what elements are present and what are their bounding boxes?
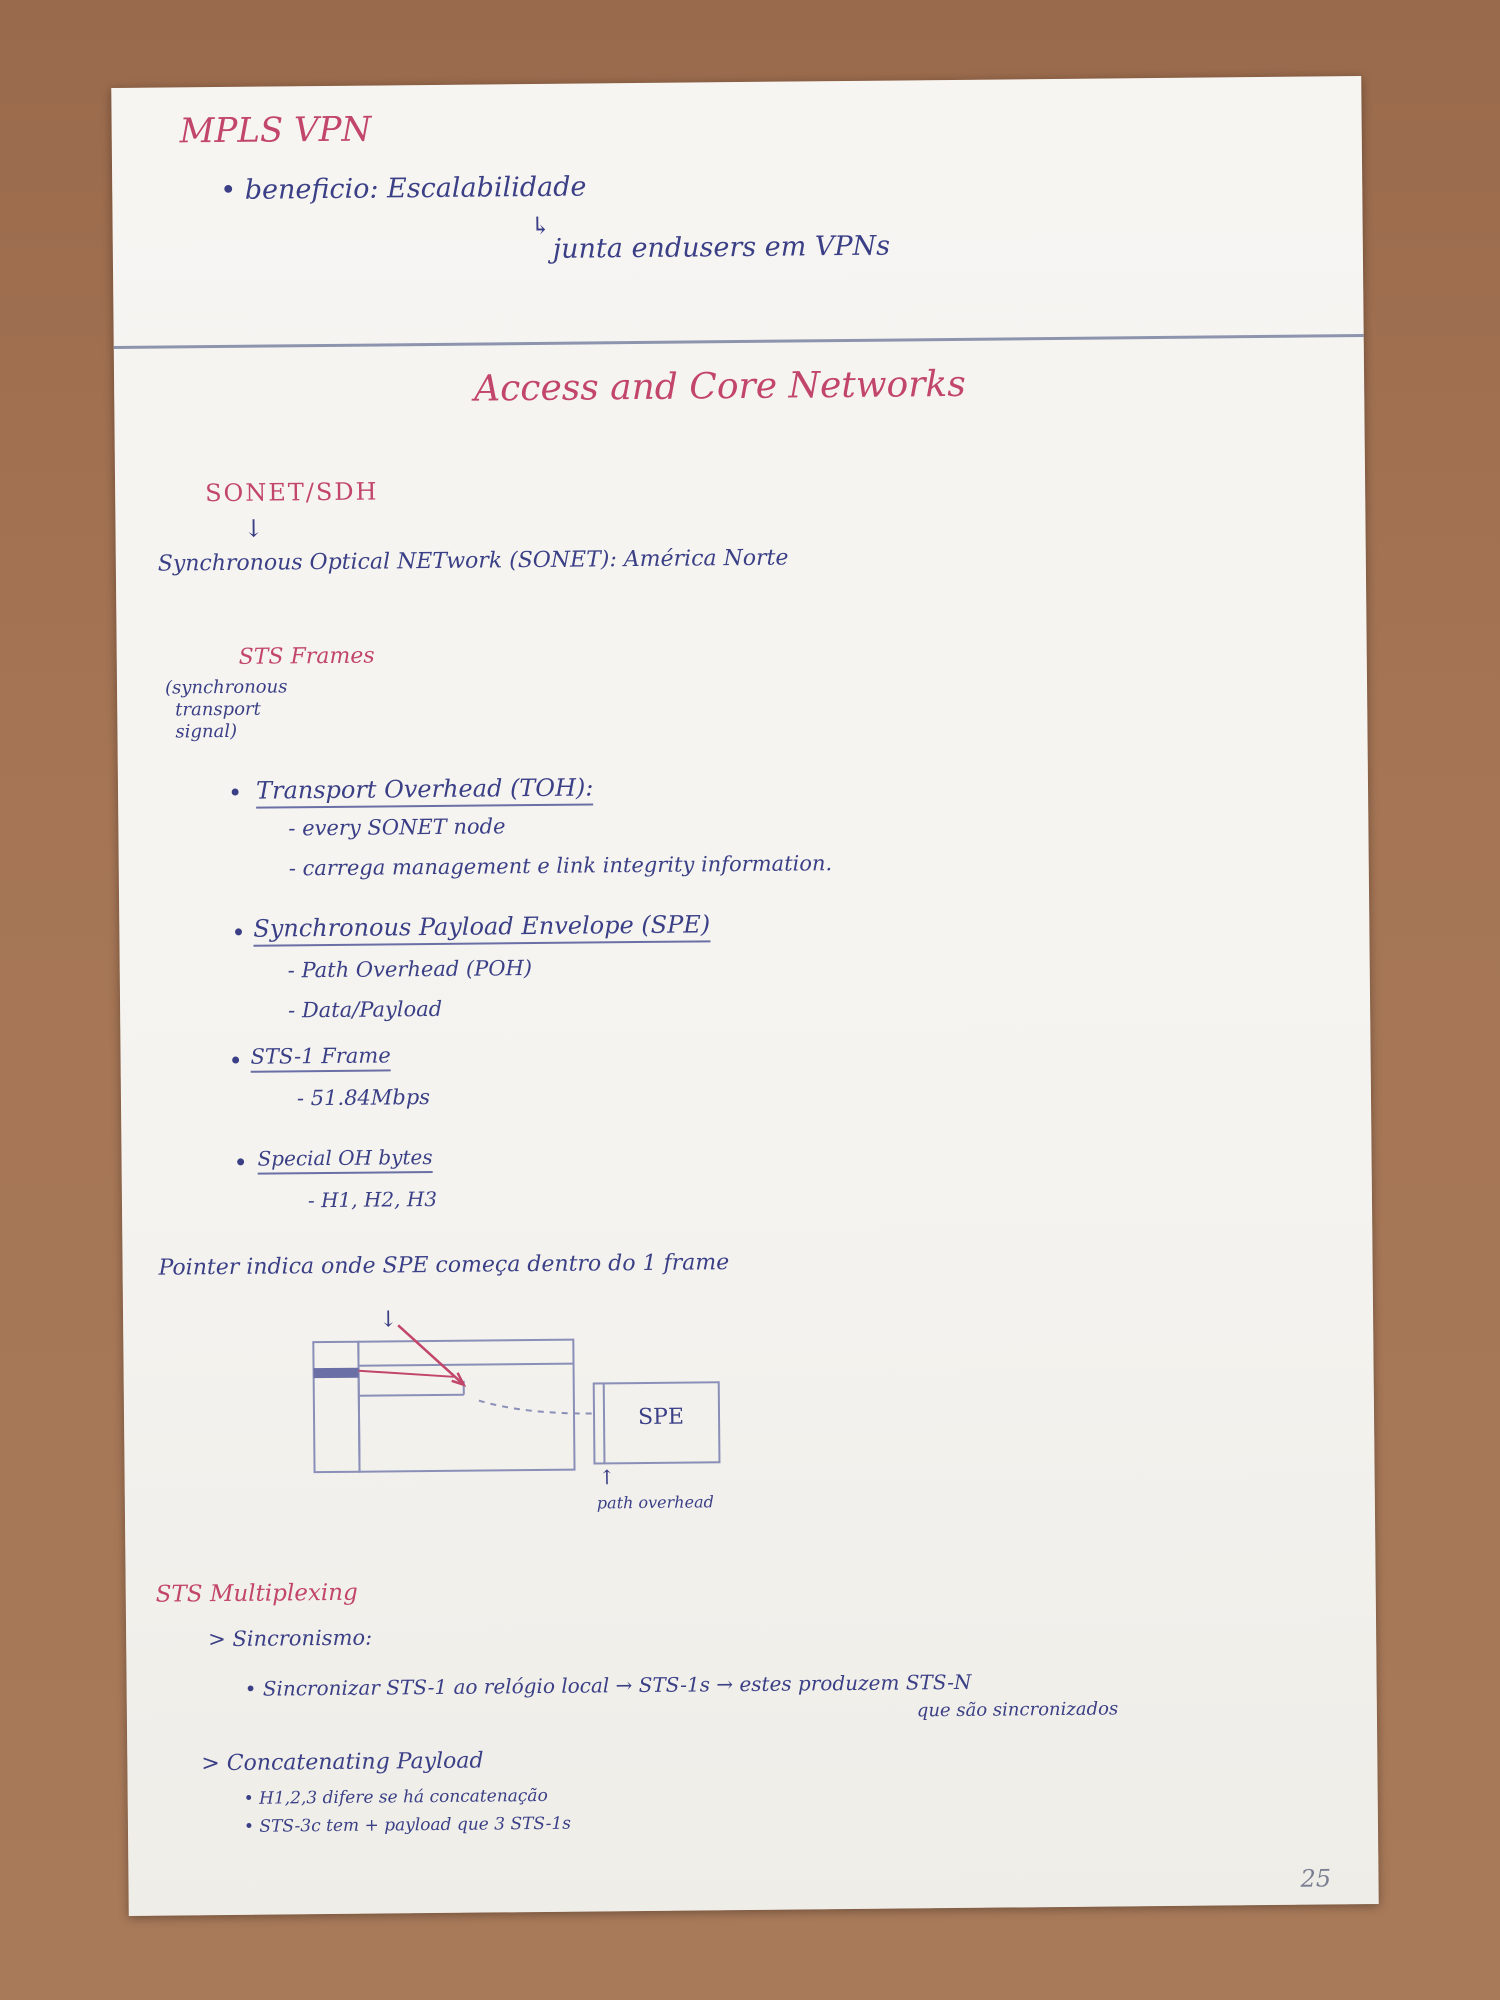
sincronismo-item-cont: que são sincronizados	[916, 1698, 1119, 1722]
pointer-link	[358, 1369, 454, 1378]
concat-heading: > Concatenating Payload	[201, 1748, 484, 1777]
dashed-link	[478, 1399, 595, 1415]
pointer-arrowhead	[451, 1372, 467, 1387]
spe-label: SPE	[637, 1404, 685, 1431]
notebook-page: MPLS VPN • beneficio: Escalabilidade ↳ j…	[111, 76, 1379, 1916]
toh-column	[312, 1340, 361, 1474]
sts-frame-sketch	[312, 1338, 576, 1474]
sincronismo-heading: > Sincronismo:	[208, 1625, 373, 1652]
spe-box	[592, 1381, 721, 1465]
frame-body	[357, 1338, 576, 1473]
frame-diagram	[312, 1324, 721, 1474]
multiplexing-heading: STS Multiplexing	[155, 1579, 358, 1608]
path-overhead-label: path overhead	[596, 1492, 714, 1513]
pointer-mark	[313, 1367, 359, 1379]
diagram-arrow-down: ↓	[378, 1307, 398, 1333]
diagram-arrow-up: ↑	[598, 1465, 616, 1490]
page-number: 25	[1300, 1864, 1332, 1893]
pointer-arrow	[397, 1324, 465, 1386]
concat-item-1: • H1,2,3 difere se há concatenação	[243, 1785, 548, 1809]
concat-item-2: • STS-3c tem + payload que 3 STS-1s	[243, 1813, 572, 1837]
